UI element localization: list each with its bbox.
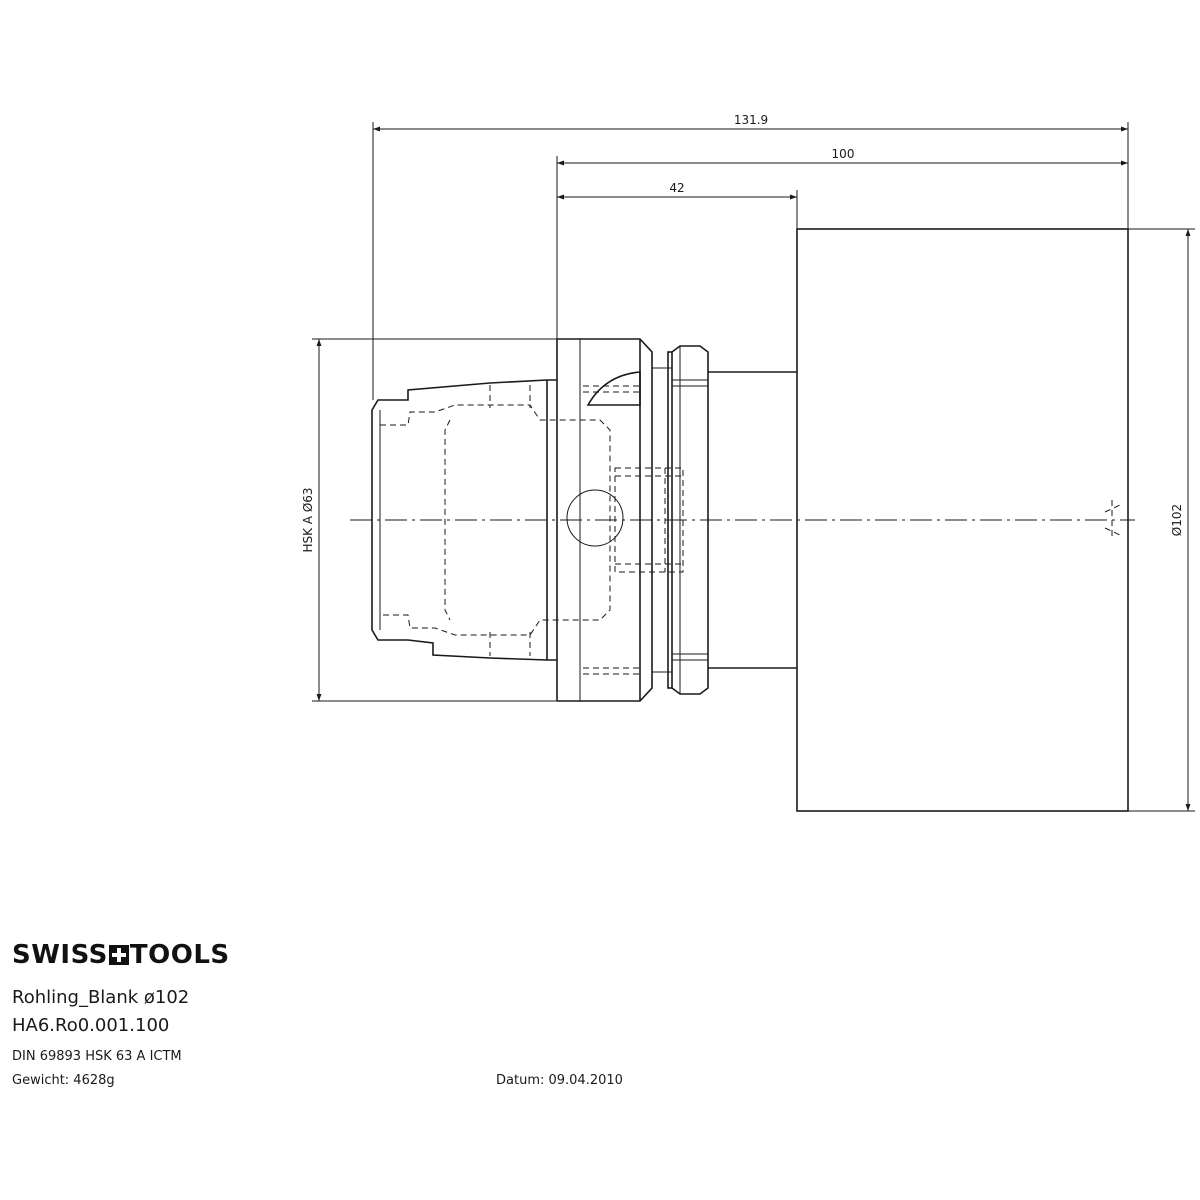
part-number: HA6.Ro0.001.100	[12, 1015, 170, 1036]
standard-spec: DIN 69893 HSK 63 A ICTM	[12, 1049, 182, 1064]
swiss-cross-icon	[108, 945, 129, 965]
center-hole-mark	[1104, 500, 1121, 540]
brand-left: SWISS	[12, 940, 108, 970]
dim-text-42: 42	[669, 181, 684, 195]
hsk-shank	[371, 379, 557, 661]
brand-right: TOOLS	[129, 940, 230, 970]
blank-body	[796, 228, 1129, 812]
brand-logo: SWISS TOOLS	[12, 940, 230, 970]
drawing-title: Rohling_Blank ø102	[12, 987, 190, 1008]
date: Datum: 09.04.2010	[496, 1073, 623, 1088]
dim-text-shank-diameter: HSK A Ø63	[301, 487, 315, 552]
weight: Gewicht: 4628g	[12, 1073, 115, 1088]
neck	[708, 371, 797, 669]
dim-text-body-diameter: Ø102	[1170, 504, 1184, 536]
dim-text-100: 100	[832, 147, 855, 161]
dim-text-overall: 131.9	[734, 113, 768, 127]
flange	[556, 338, 709, 702]
hidden-contour	[380, 385, 684, 675]
extension-lines	[312, 122, 1195, 812]
